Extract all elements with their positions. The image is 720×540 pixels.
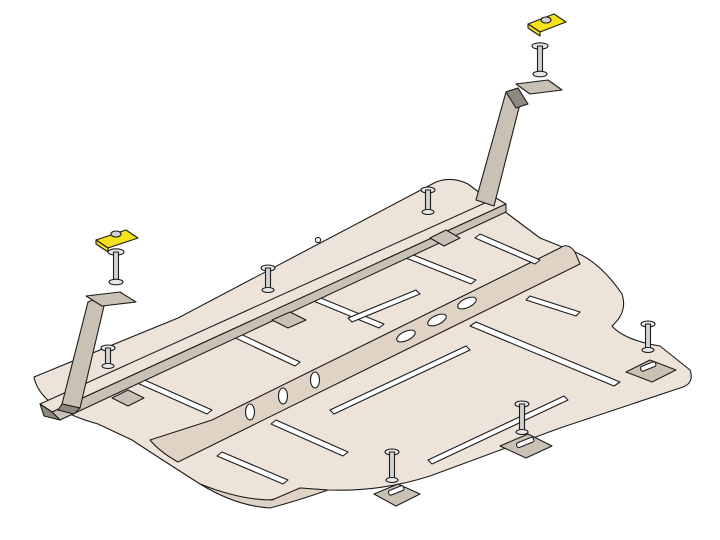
- oval-hole: [457, 296, 477, 310]
- plate-rear-edge: [199, 483, 329, 509]
- slot: [329, 345, 471, 415]
- mounting-bolt: [100, 344, 116, 370]
- mounting-tab: [111, 389, 145, 407]
- bolts: [100, 42, 656, 484]
- bracket-arm-side: [505, 87, 529, 109]
- clip-nuts: [95, 13, 567, 253]
- slot: [270, 419, 349, 457]
- slot: [525, 295, 581, 317]
- slot: [427, 395, 569, 465]
- support-bracket-left: [57, 291, 137, 415]
- oval-hole: [396, 329, 416, 343]
- mounting-bolt: [640, 320, 656, 354]
- tab-slot: [515, 436, 535, 449]
- beam-end: [39, 403, 61, 421]
- mounting-tab: [499, 433, 553, 459]
- slot: [347, 289, 421, 323]
- bracket-top-tab: [85, 291, 137, 307]
- oval-holes: [244, 236, 477, 421]
- slot: [474, 233, 541, 265]
- mounting-tab: [429, 229, 461, 247]
- plate-body: [33, 178, 692, 503]
- mounting-bolt: [531, 42, 549, 78]
- oval-hole: [427, 313, 447, 327]
- slot: [469, 321, 621, 387]
- mounting-tab: [271, 311, 307, 329]
- skid-plate: [33, 178, 692, 509]
- oval-hole: [277, 387, 289, 405]
- mounting-bolt: [514, 400, 530, 436]
- oval-hole: [244, 403, 256, 421]
- round-hole: [314, 236, 322, 244]
- mounting-tabs: [111, 229, 677, 507]
- mounting-bolt: [384, 448, 400, 484]
- front-cross-beam: [39, 197, 507, 421]
- mounting-bolt: [107, 248, 125, 286]
- plate-slots: [134, 233, 621, 485]
- mounting-tab: [373, 483, 421, 507]
- slot: [216, 451, 289, 485]
- clip-nut-left: [95, 229, 139, 253]
- clip-nut-right: [527, 13, 567, 37]
- mounting-tab: [625, 359, 677, 383]
- mounting-bolt: [420, 186, 436, 216]
- bracket-top-tab: [515, 79, 563, 95]
- mounting-bolt: [260, 264, 276, 294]
- bracket-arm-side: [57, 403, 81, 415]
- oval-hole: [309, 371, 321, 389]
- tab-slot: [639, 361, 657, 372]
- tab-slot: [387, 485, 405, 496]
- support-bracket-right: [475, 79, 563, 207]
